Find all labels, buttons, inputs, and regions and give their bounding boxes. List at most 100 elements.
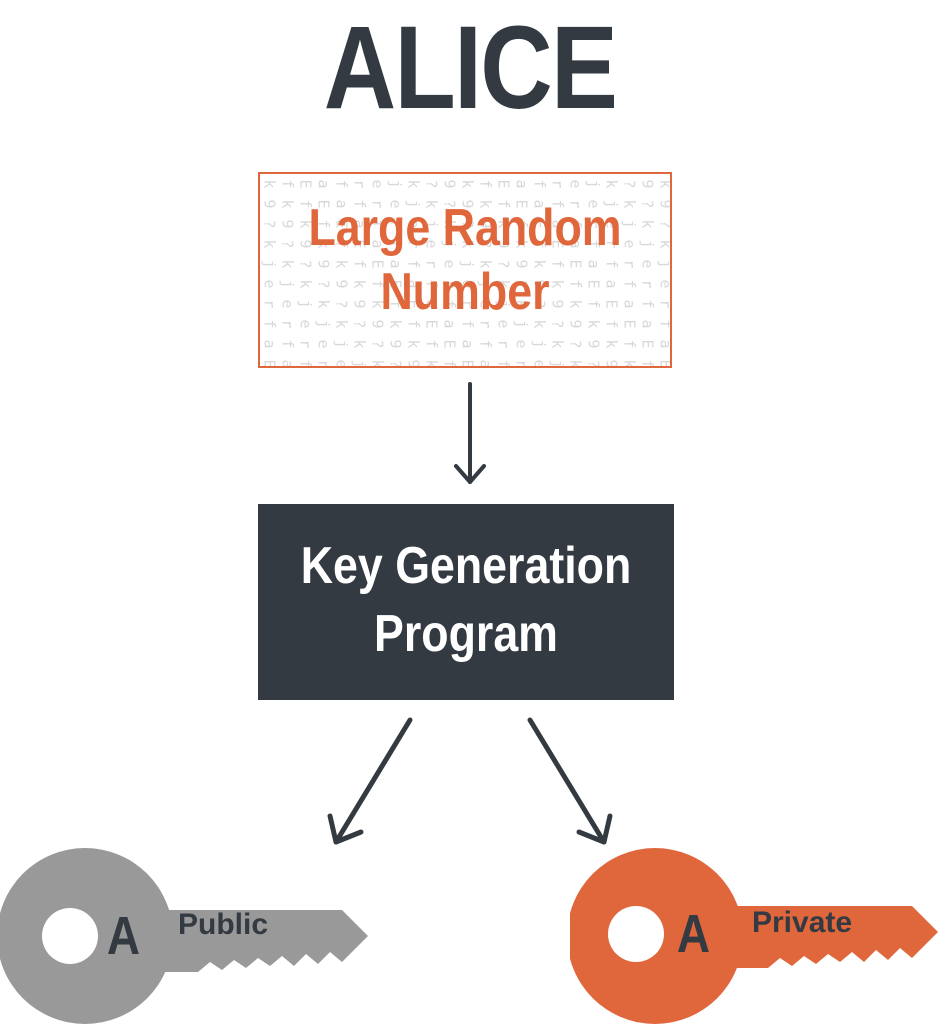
- pattern-character: j: [279, 279, 297, 288]
- pattern-character: a: [639, 319, 657, 328]
- pattern-character: j: [657, 259, 671, 268]
- pattern-character: f: [441, 359, 459, 366]
- pattern-character: j: [621, 219, 639, 228]
- pattern-character: ?: [297, 259, 315, 268]
- pattern-character: a: [459, 339, 477, 348]
- pattern-character: 9: [531, 279, 549, 288]
- pattern-character: a: [261, 339, 279, 348]
- pattern-character: e: [333, 359, 351, 366]
- pattern-character: e: [567, 179, 585, 188]
- pattern-character: E: [639, 339, 657, 348]
- pattern-character: f: [477, 339, 495, 348]
- pattern-character: ?: [549, 319, 567, 328]
- pattern-character: ?: [369, 339, 387, 348]
- pattern-character: e: [495, 319, 513, 328]
- pattern-character: k: [567, 359, 585, 366]
- pattern-character: f: [351, 259, 369, 268]
- pattern-character: f: [351, 199, 369, 208]
- pattern-character: 9: [549, 299, 567, 308]
- pattern-character: f: [387, 299, 405, 308]
- pattern-character: f: [639, 299, 657, 308]
- pattern-character: 9: [567, 319, 585, 328]
- pattern-character: k: [639, 219, 657, 228]
- pattern-character: j: [513, 319, 531, 328]
- pattern-character: j: [585, 179, 603, 188]
- pattern-character: k: [351, 339, 369, 348]
- pattern-character: j: [459, 259, 477, 268]
- pattern-character: j: [531, 339, 549, 348]
- pattern-character: r: [639, 279, 657, 288]
- pattern-character: e: [639, 259, 657, 268]
- pattern-character: k: [369, 299, 387, 308]
- pattern-character: k: [621, 359, 639, 366]
- pattern-character: e: [513, 339, 531, 348]
- pattern-character: ?: [585, 359, 603, 366]
- pattern-character: k: [513, 239, 531, 248]
- pattern-character: f: [333, 239, 351, 248]
- pattern-character: j: [441, 239, 459, 248]
- pattern-character: E: [459, 359, 477, 366]
- public-key-blade: [160, 910, 368, 972]
- pattern-character: k: [351, 279, 369, 288]
- pattern-character: r: [405, 239, 423, 248]
- pattern-character: ?: [315, 279, 333, 288]
- pattern-character: f: [423, 279, 441, 288]
- pattern-character: E: [405, 299, 423, 308]
- private-key-bow: [570, 848, 743, 1024]
- pattern-character: ?: [387, 359, 405, 366]
- key-generation-program-box: Key Generation Program: [258, 504, 674, 700]
- pattern-character: 9: [279, 219, 297, 228]
- pattern-character: r: [315, 359, 333, 366]
- pattern-character: E: [315, 199, 333, 208]
- pattern-character: r: [549, 179, 567, 188]
- pattern-character: a: [657, 339, 671, 348]
- pattern-character: r: [567, 199, 585, 208]
- pattern-character: e: [387, 199, 405, 208]
- pattern-character: k: [621, 199, 639, 208]
- pattern-character: a: [279, 359, 297, 366]
- pattern-character: r: [297, 339, 315, 348]
- pattern-character: j: [639, 239, 657, 248]
- pattern-character: e: [405, 219, 423, 228]
- pattern-character: ?: [459, 219, 477, 228]
- pattern-character: j: [261, 259, 279, 268]
- pattern-character: k: [333, 259, 351, 268]
- pattern-character: f: [279, 179, 297, 188]
- pattern-character: 9: [387, 339, 405, 348]
- pattern-character: a: [351, 219, 369, 228]
- pattern-character: k: [459, 239, 477, 248]
- pattern-character: e: [657, 279, 671, 288]
- pattern-character: f: [585, 239, 603, 248]
- pattern-character: 9: [441, 179, 459, 188]
- pattern-character: r: [423, 259, 441, 268]
- pattern-character: r: [477, 319, 495, 328]
- pattern-character: E: [567, 259, 585, 268]
- pattern-character: f: [297, 199, 315, 208]
- pattern-character: k: [585, 319, 603, 328]
- pattern-character: k: [477, 259, 495, 268]
- pattern-character: j: [495, 299, 513, 308]
- pattern-character: E: [549, 239, 567, 248]
- pattern-character: k: [315, 299, 333, 308]
- pattern-character: f: [531, 239, 549, 248]
- pattern-character: a: [585, 259, 603, 268]
- pattern-character: e: [603, 219, 621, 228]
- pattern-character: a: [315, 179, 333, 188]
- pattern-character: f: [585, 299, 603, 308]
- pattern-character: f: [603, 259, 621, 268]
- pattern-character: 9: [369, 319, 387, 328]
- pattern-character: k: [297, 219, 315, 228]
- pattern-character: k: [603, 339, 621, 348]
- pattern-character: f: [603, 319, 621, 328]
- pattern-character: k: [387, 319, 405, 328]
- pattern-character: a: [333, 199, 351, 208]
- pattern-character: r: [369, 199, 387, 208]
- pattern-character: ?: [639, 199, 657, 208]
- pattern-character: E: [261, 359, 279, 366]
- pattern-character: ?: [261, 219, 279, 228]
- pattern-character: ?: [441, 199, 459, 208]
- pattern-character: f: [405, 259, 423, 268]
- pattern-character: j: [603, 199, 621, 208]
- pattern-character: f: [333, 179, 351, 188]
- pattern-character: 9: [459, 199, 477, 208]
